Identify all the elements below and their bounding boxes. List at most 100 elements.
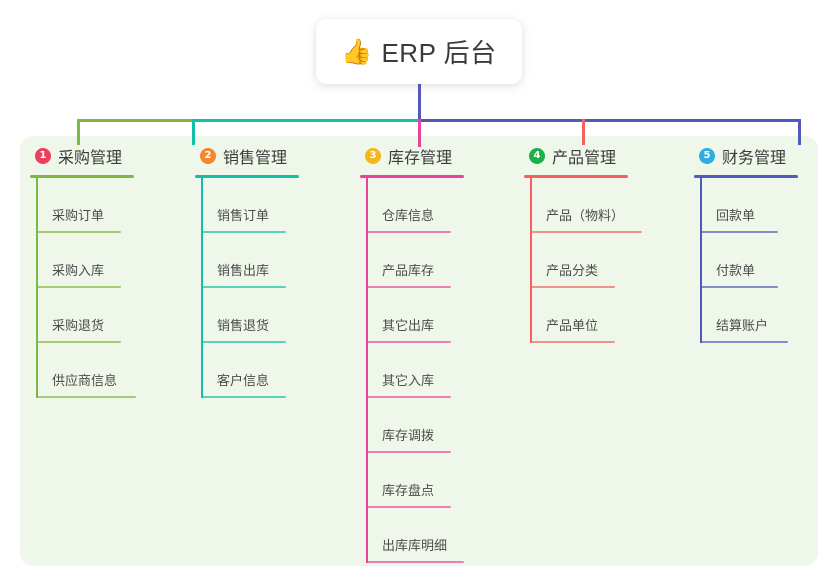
- branch-header-rule: [524, 175, 628, 178]
- branch-header-rule: [30, 175, 134, 178]
- branch-item[interactable]: 销售退货: [185, 288, 299, 343]
- branch-header[interactable]: 4 产品管理: [514, 143, 628, 169]
- branch-item[interactable]: 产品分类: [514, 233, 628, 288]
- branch-title: 库存管理: [388, 150, 453, 167]
- branch-item-label: 产品库存: [382, 263, 435, 278]
- branch-item-rule: [366, 561, 464, 563]
- branch-item[interactable]: 付款单: [684, 233, 798, 288]
- branch-column: 4 产品管理产品（物料） 产品分类产品单位: [514, 143, 642, 343]
- branch-item[interactable]: 客户信息: [185, 343, 299, 398]
- branch-item-list: 产品（物料） 产品分类产品单位: [514, 178, 642, 343]
- branch-header-rule: [694, 175, 798, 178]
- branch-item[interactable]: 出库库明细: [350, 508, 464, 563]
- branch-header[interactable]: 1 采购管理: [20, 143, 134, 169]
- branch-number-badge: 4: [529, 148, 545, 164]
- branch-item-label: 采购入库: [52, 263, 105, 278]
- branch-item-label: 库存调拨: [382, 428, 435, 443]
- branch-spine: [366, 178, 368, 563]
- branch-title: 财务管理: [722, 150, 787, 167]
- branch-item-label: 采购退货: [52, 318, 105, 333]
- branch-item-rule: [366, 396, 451, 398]
- branch-item[interactable]: 库存盘点: [350, 453, 464, 508]
- branch-item-rule: [366, 231, 451, 233]
- branch-item[interactable]: 回款单: [684, 178, 798, 233]
- branch-header-rule: [195, 175, 299, 178]
- branch-item[interactable]: 仓库信息: [350, 178, 464, 233]
- branch-item[interactable]: 产品（物料）: [514, 178, 642, 233]
- branch-item-label: 销售退货: [217, 318, 270, 333]
- branch-item-rule: [201, 341, 286, 343]
- branch-item-label: 结算账户: [716, 318, 769, 333]
- branch-item-rule: [36, 231, 121, 233]
- branch-column: 1 采购管理采购订单采购入库采购退货供应商信息: [20, 143, 136, 398]
- root-node-content: 👍 ERP 后台: [341, 33, 496, 70]
- branch-spine: [36, 178, 38, 398]
- branch-item-rule: [700, 341, 788, 343]
- branch-number-badge: 3: [365, 148, 381, 164]
- branch-item[interactable]: 销售订单: [185, 178, 299, 233]
- branch-header[interactable]: 2 销售管理: [185, 143, 299, 169]
- branch-item-label: 库存盘点: [382, 483, 435, 498]
- branch-spine: [700, 178, 702, 343]
- branch-item[interactable]: 其它入库: [350, 343, 464, 398]
- branch-number-badge: 1: [35, 148, 51, 164]
- branch-title: 产品管理: [552, 150, 617, 167]
- branch-item-rule: [201, 286, 286, 288]
- branch-number-badge: 2: [200, 148, 216, 164]
- branch-item-rule: [530, 231, 642, 233]
- branch-item[interactable]: 产品库存: [350, 233, 464, 288]
- branch-item[interactable]: 供应商信息: [20, 343, 136, 398]
- branch-item-label: 销售出库: [217, 263, 270, 278]
- branch-title: 销售管理: [223, 150, 288, 167]
- branch-item-label: 产品单位: [546, 318, 599, 333]
- branch-column: 2 销售管理销售订单销售出库销售退货客户信息: [185, 143, 299, 398]
- branch-item[interactable]: 采购退货: [20, 288, 134, 343]
- branch-item-label: 采购订单: [52, 208, 105, 223]
- branch-item[interactable]: 库存调拨: [350, 398, 464, 453]
- branch-item-rule: [366, 451, 451, 453]
- branch-number-badge: 5: [699, 148, 715, 164]
- branch-item-label: 回款单: [716, 208, 756, 223]
- branch-spine: [201, 178, 203, 398]
- branch-item[interactable]: 采购入库: [20, 233, 134, 288]
- root-node[interactable]: 👍 ERP 后台: [316, 19, 522, 84]
- branch-item[interactable]: 产品单位: [514, 288, 628, 343]
- thumbs-up-icon: 👍: [341, 37, 373, 66]
- branch-item[interactable]: 销售出库: [185, 233, 299, 288]
- branch-item-label: 其它入库: [382, 373, 435, 388]
- branch-item-rule: [366, 286, 451, 288]
- branch-item-label: 产品分类: [546, 263, 599, 278]
- branch-item[interactable]: 其它出库: [350, 288, 464, 343]
- branch-item-rule: [366, 341, 451, 343]
- branch-item-rule: [36, 396, 136, 398]
- branch-item-rule: [366, 506, 451, 508]
- branch-item-label: 仓库信息: [382, 208, 435, 223]
- branch-item[interactable]: 采购订单: [20, 178, 134, 233]
- branches-panel: [20, 136, 818, 566]
- branch-item-list: 仓库信息产品库存其它出库其它入库库存调拨库存盘点出库库明细: [350, 178, 464, 563]
- branch-item-label: 客户信息: [217, 373, 270, 388]
- branch-item[interactable]: 结算账户: [684, 288, 798, 343]
- branch-column: 5 财务管理回款单付款单结算账户: [684, 143, 798, 343]
- branch-item-label: 出库库明细: [382, 538, 448, 553]
- branch-column: 3 库存管理仓库信息产品库存其它出库其它入库库存调拨库存盘点出库库明细: [350, 143, 464, 563]
- branch-item-rule: [700, 231, 778, 233]
- branch-item-list: 采购订单采购入库采购退货供应商信息: [20, 178, 136, 398]
- branch-header[interactable]: 5 财务管理: [684, 143, 798, 169]
- branch-item-label: 销售订单: [217, 208, 270, 223]
- branch-item-list: 回款单付款单结算账户: [684, 178, 798, 343]
- branch-item-rule: [36, 286, 121, 288]
- branch-item-label: 产品（物料）: [546, 208, 625, 223]
- branch-title: 采购管理: [58, 150, 123, 167]
- branch-header[interactable]: 3 库存管理: [350, 143, 464, 169]
- branch-header-rule: [360, 175, 464, 178]
- branch-item-rule: [201, 231, 286, 233]
- branch-spine: [530, 178, 532, 343]
- branch-item-rule: [530, 341, 615, 343]
- branch-item-rule: [530, 286, 615, 288]
- branch-item-label: 其它出库: [382, 318, 435, 333]
- branch-item-label: 付款单: [716, 263, 756, 278]
- branch-item-label: 供应商信息: [52, 373, 118, 388]
- branch-item-rule: [700, 286, 778, 288]
